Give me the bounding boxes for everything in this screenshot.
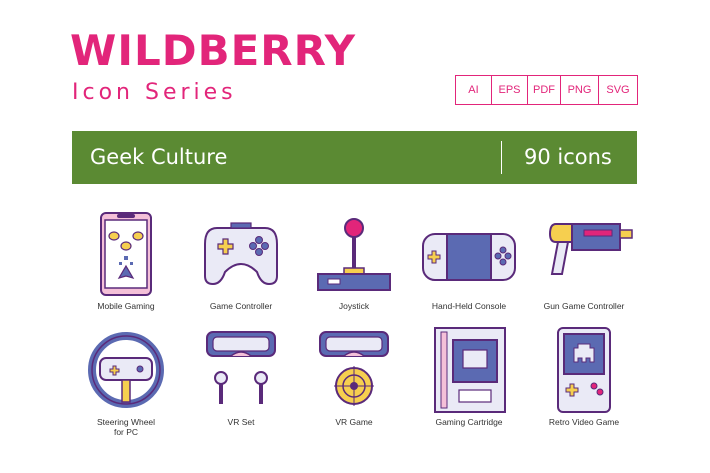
format-badge-pdf: PDF	[528, 76, 561, 104]
icon-tile-mobile-gaming: Mobile Gaming	[68, 210, 184, 322]
icon-label: Mobile Gaming	[97, 301, 155, 311]
icon-tile-joystick: Joystick	[296, 210, 412, 322]
icon-tile-handheld-console: Hand-Held Console	[411, 210, 527, 322]
icon-label: Joystick	[338, 301, 370, 311]
format-badge-svg: SVG	[606, 84, 630, 96]
retro-video-game-icon	[557, 327, 611, 413]
game-controller-icon	[204, 222, 278, 286]
icon-tile-vr-game: VR Game	[296, 326, 412, 438]
icon-label: Game Controller	[209, 301, 273, 311]
icon-tile-steering-wheel: Steering Wheel for PC	[68, 326, 184, 438]
joystick-icon	[317, 218, 391, 291]
brand-subtitle: Icon Series	[72, 80, 237, 105]
vr-game-icon	[319, 331, 389, 406]
banner-divider	[501, 141, 502, 174]
banner-title: Geek Culture	[90, 145, 228, 169]
format-badge-eps: EPS	[492, 76, 528, 104]
icon-tile-gun-controller: Gun Game Controller	[526, 210, 642, 322]
icon-tile-game-controller: Game Controller	[183, 210, 299, 322]
steering-wheel-icon	[88, 332, 164, 408]
format-badge-png: PNG	[561, 76, 599, 104]
icon-tile-vr-set: VR Set	[183, 326, 299, 438]
icon-label: Hand-Held Console	[431, 301, 507, 311]
gaming-cartridge-icon	[434, 327, 506, 413]
icon-label: VR Set	[227, 417, 255, 427]
icon-label: VR Game	[335, 417, 373, 427]
brand-title: WILDBERRY	[70, 26, 357, 75]
icon-tile-retro-video-game: Retro Video Game	[526, 326, 642, 438]
icon-label: Gun Game Controller	[543, 301, 625, 311]
icon-label: Steering Wheel for PC	[96, 417, 156, 438]
icon-tile-gaming-cartridge: Gaming Cartridge	[411, 326, 527, 438]
gun-controller-icon	[548, 223, 633, 275]
format-badge-ai: AI	[456, 76, 492, 104]
handheld-console-icon	[422, 233, 516, 281]
icon-label: Gaming Cartridge	[435, 417, 503, 427]
category-banner: Geek Culture 90 icons	[72, 131, 637, 184]
mobile-gaming-icon	[100, 212, 152, 296]
banner-count: 90 icons	[524, 145, 612, 169]
vr-set-icon	[206, 331, 276, 404]
icon-label: Retro Video Game	[548, 417, 620, 427]
format-badges: AI EPS PDF PNG SVG	[455, 75, 638, 105]
